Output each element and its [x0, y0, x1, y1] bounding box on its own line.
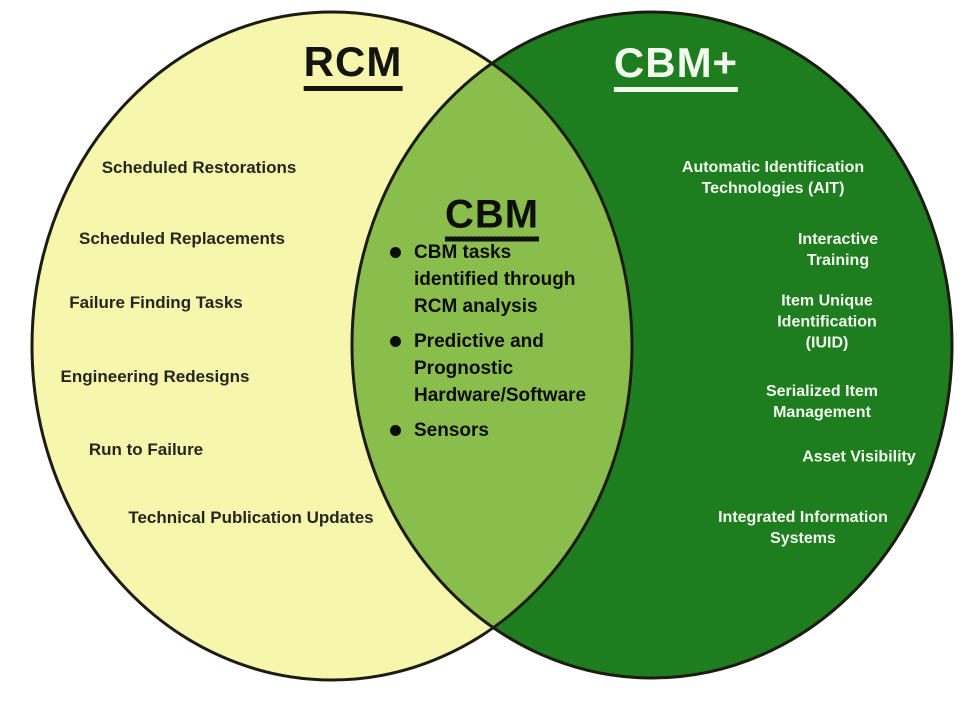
rcm-item-scheduled-replacements: Scheduled Replacements — [79, 229, 285, 248]
cbm-plus-circle-outline — [350, 10, 954, 680]
cbm-title: CBM — [444, 195, 540, 242]
cbm-bullet-tasks: CBM tasks identified through RCM analysi… — [388, 239, 626, 320]
cbm-bullet-predictive: Predictive and Prognostic Hardware/Softw… — [388, 328, 626, 409]
cbm-plus-item-integrated-information-systems: Integrated Information Systems — [718, 509, 888, 547]
rcm-item-scheduled-restorations: Scheduled Restorations — [101, 158, 297, 177]
cbm-bullet-tasks-label: CBM tasks identified through RCM analysi… — [414, 242, 576, 317]
cbm-plus-title: CBM+ — [613, 42, 739, 92]
cbm-bullet-list: CBM tasks identified through RCM analysi… — [388, 239, 626, 452]
cbm-bullet-predictive-label: Predictive and Prognostic Hardware/Softw… — [414, 331, 587, 406]
cbm-plus-item-iuid: Item Unique Identification (IUID) — [777, 292, 877, 352]
bullet-icon — [390, 336, 401, 347]
bullet-icon — [390, 247, 401, 258]
rcm-title: RCM — [303, 41, 403, 91]
overlap-region-texture — [352, 12, 632, 678]
cbm-bullet-sensors: Sensors — [388, 417, 626, 444]
cbm-plus-item-serialized-item-management: Serialized Item Management — [765, 383, 879, 421]
cbm-bullet-sensors-label: Sensors — [414, 420, 489, 441]
cbm-plus-item-asset-visibility: Asset Visibility — [802, 448, 916, 466]
rcm-item-run-to-failure: Run to Failure — [88, 440, 204, 459]
cbm-plus-item-ait: Automatic Identification Technologies (A… — [681, 159, 865, 197]
rcm-item-technical-publication-updates: Technical Publication Updates — [128, 508, 374, 527]
rcm-circle-outline — [30, 10, 634, 682]
bullet-icon — [390, 425, 401, 436]
rcm-item-failure-finding-tasks: Failure Finding Tasks — [69, 293, 243, 312]
cbm-plus-item-interactive-training: Interactive Training — [797, 231, 879, 269]
rcm-item-engineering-redesigns: Engineering Redesigns — [60, 367, 250, 386]
